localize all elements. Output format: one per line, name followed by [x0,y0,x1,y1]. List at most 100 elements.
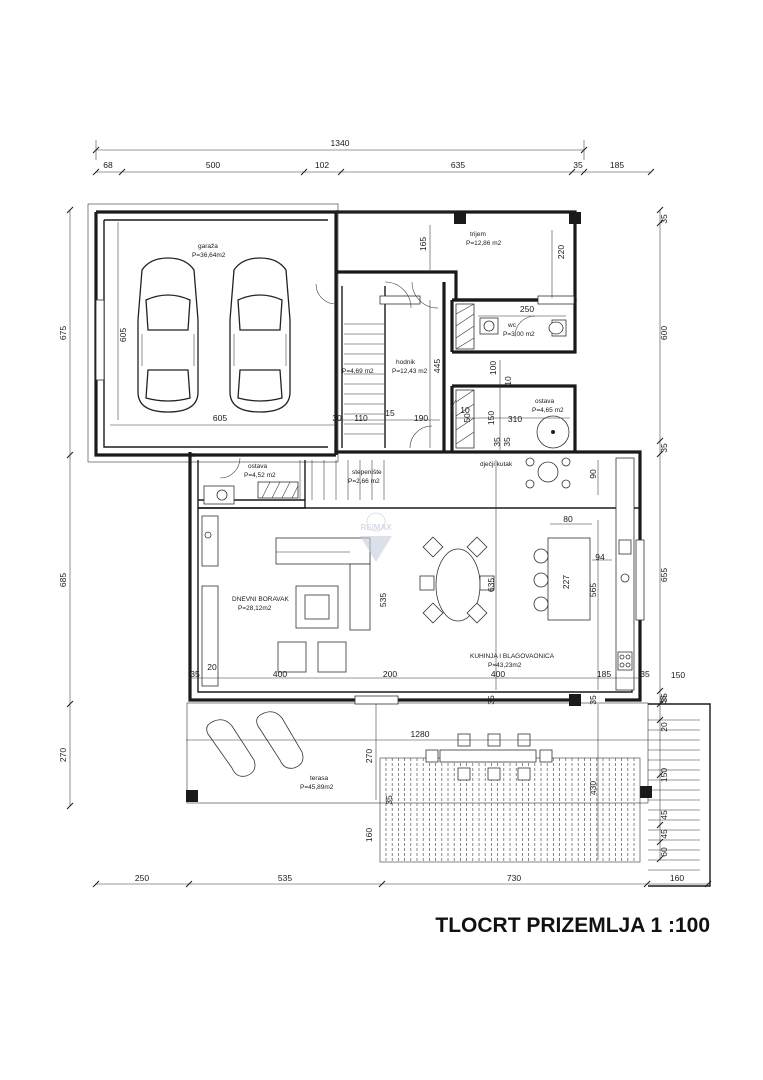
living-room-furniture [201,515,371,687]
dim-270: 270 [364,749,374,763]
room-trijem-area: P=12,86 m2 [466,240,502,247]
room-wc-area: P=3,00 m2 [503,331,535,338]
dim-200: 200 [383,669,397,679]
dim-top-5: 35 [573,160,583,170]
dim-bottom-1: 250 [135,873,149,883]
room-garaza-area: P=36,64m2 [192,252,226,259]
dim-top-3: 102 [315,160,329,170]
room-ostava1-area: P=4,65 m2 [532,407,564,414]
room-djecji-name: dječji kutak [480,461,513,468]
dim-605-bottom: 605 [213,413,227,423]
dim-15: 15 [385,408,395,418]
dim-35a: 35 [502,437,512,447]
dim-565: 565 [588,583,598,597]
dim-400b: 400 [491,669,505,679]
dim-right-5: 35 [659,693,669,703]
room-stubiste-area: P=4,69 m2 [342,368,374,375]
dim-165: 165 [418,237,428,251]
dim-35b: 35 [190,669,200,679]
dim-right-1: 35 [659,214,669,224]
room-ostava1-name: ostava [535,398,555,405]
dimension-labels: 1340 68 500 102 635 35 185 250 535 730 1… [58,138,685,883]
room-kuhinja-name: KUHINJA I BLAGOVAONICA [470,653,555,660]
dim-430: 430 [588,781,598,795]
room-hodnik-name: hodnik [396,359,416,366]
site-outline [87,203,649,804]
kitchen-island-icon [533,537,591,621]
room-boravak-name: DNEVNI BORAVAK [232,596,289,603]
room-trijem-name: trijem [470,231,486,238]
doors [219,281,536,479]
remax-watermark: RE/MAX [360,512,392,562]
dim-150: 150 [486,411,496,425]
car-right-icon [229,257,291,413]
watermark-text: RE/MAX [360,523,392,532]
dim-top-2: 500 [206,160,220,170]
dim-535: 535 [378,593,388,607]
round-tank-icon [536,415,570,449]
stairs [299,323,385,500]
dim-right-9: 45 [659,810,669,820]
dim-20: 20 [207,662,217,672]
dim-left-1: 675 [58,326,68,340]
room-garaza-name: garaža [198,243,218,250]
dim-160: 160 [364,828,374,842]
room-labels: garaža P=36,64m2 trijem P=12,86 m2 wc P=… [192,231,564,791]
utility-sink-icon [203,485,235,505]
dim-bottom-2: 535 [278,873,292,883]
room-hodnik-area: P=12,43 m2 [392,368,428,375]
dim-110: 110 [354,413,368,423]
dim-right-2: 600 [659,326,669,340]
room-ostava2-name: ostava [248,463,268,470]
wc-fixtures [479,317,567,337]
room-wc-name: wc [507,322,517,329]
dim-100: 100 [488,361,498,375]
room-ostava2-area: P=4,52 m2 [244,472,276,479]
sun-loungers-icon [206,711,304,777]
dim-635: 635 [486,578,496,592]
dim-445: 445 [432,359,442,373]
kitchen-counter [615,457,635,691]
hatched-columns [257,303,475,499]
dim-220: 220 [556,245,566,259]
dim-35e: 35 [588,695,598,705]
dim-400a: 400 [273,669,287,679]
room-terasa-area: P=45,89m2 [300,784,334,791]
dim-top-4: 635 [451,160,465,170]
dim-1280: 1280 [411,729,430,739]
dim-310: 310 [508,414,522,424]
interior-dimension-lines [110,222,648,860]
dim-90: 90 [588,469,598,479]
interior-dimension-labels: 605 605 165 220 250 445 100 10 10 50 310… [118,237,668,842]
dimension-lines [66,140,712,888]
dim-227: 227 [561,575,571,589]
dim-top-6: 185 [610,160,624,170]
dining-table-icon [419,536,495,624]
room-stepeniste-name: stepenište [352,469,382,476]
dim-35c: 35 [640,669,650,679]
dim-10a: 10 [503,376,513,386]
dim-190: 190 [414,413,428,423]
dim-right-6: 150 [671,670,685,680]
dim-10b: 10 [460,405,470,415]
room-kuhinja-area: P=43,23m2 [488,662,522,669]
terrace-pergola [379,757,641,863]
dim-250: 250 [520,304,534,314]
dim-left-2: 685 [58,573,68,587]
dim-right-4: 655 [659,568,669,582]
page-title: TLOCRT PRIZEMLJA 1 :100 [435,914,710,937]
outside-stairs [648,703,711,887]
dim-35f: 35 [658,695,668,705]
dim-bottom-4: 160 [670,873,684,883]
outdoor-table-icon [425,733,553,781]
dim-right-10: 45 [659,829,669,839]
dim-right-11: 60 [659,847,669,857]
dim-30: 30 [332,413,342,423]
dim-top-1: 68 [103,160,113,170]
dim-left-3: 270 [58,748,68,762]
dim-605-left: 605 [118,328,128,342]
windows [95,295,645,705]
room-boravak-area: P=28,12m2 [238,605,272,612]
dim-35h: 35 [492,437,502,447]
